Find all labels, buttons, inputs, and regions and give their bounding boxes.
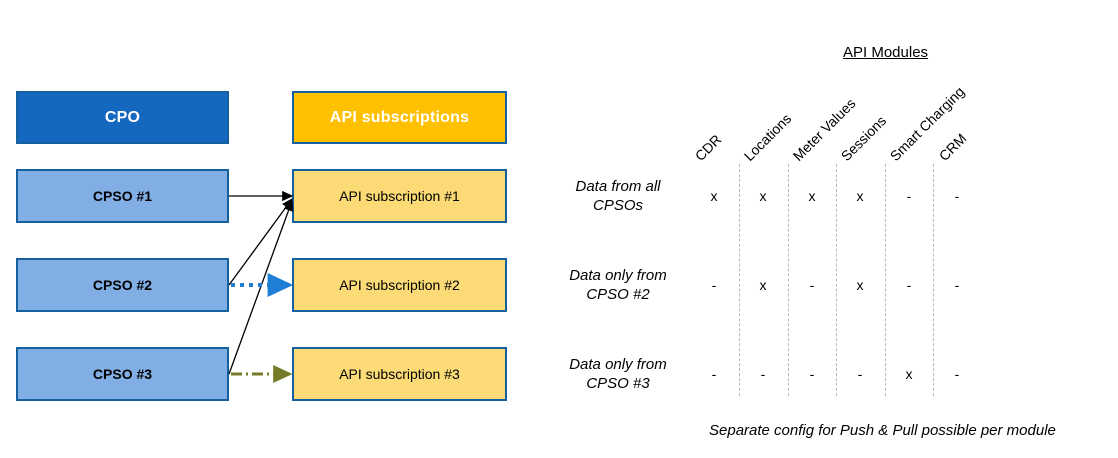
cpso-box-2: CPSO #2: [16, 258, 229, 312]
footnote-text: Separate config for Push & Pull possible…: [709, 422, 1056, 439]
cpo-header-box: CPO: [16, 91, 229, 144]
row-label-1-line1: Data from all: [575, 178, 661, 195]
cell-r2c4: x: [856, 277, 864, 293]
cpso-box-3: CPSO #3: [16, 347, 229, 401]
row-label-3-line2: CPSO #3: [586, 375, 650, 393]
column-separator-4: [885, 164, 886, 396]
row-label-2-line2: CPSO #2: [586, 286, 650, 304]
api-modules-title: API Modules: [843, 44, 929, 61]
cell-r1c4: x: [856, 188, 864, 204]
cell-r1c1: x: [710, 188, 718, 204]
column-separator-2: [788, 164, 789, 396]
api-subscription-box-3: API subscription #3: [292, 347, 507, 401]
cell-r3c4: -: [857, 366, 863, 382]
cell-r3c6: -: [954, 366, 960, 382]
cpso-box-1: CPSO #1: [16, 169, 229, 223]
column-header-sessions: Sessions: [837, 112, 890, 164]
column-separator-3: [836, 164, 837, 396]
cell-r1c3: x: [808, 188, 816, 204]
column-separator-1: [739, 164, 740, 396]
cell-r1c6: -: [954, 188, 960, 204]
column-separator-5: [933, 164, 934, 396]
cell-r2c6: -: [954, 277, 960, 293]
api-subscription-box-2: API subscription #2: [292, 258, 507, 312]
cell-r3c3: -: [809, 366, 815, 382]
row-label-3: Data only from CPSO #3: [553, 355, 683, 393]
cell-r3c1: -: [711, 366, 717, 382]
cell-r1c2: x: [759, 188, 767, 204]
row-label-2: Data only from CPSO #2: [553, 266, 683, 304]
cell-r2c5: -: [906, 277, 912, 293]
column-header-crm: CRM: [935, 130, 970, 164]
cell-r2c1: -: [711, 277, 717, 293]
api-subscription-box-1: API subscription #1: [292, 169, 507, 223]
cell-r2c2: x: [759, 277, 767, 293]
cell-r1c5: -: [906, 188, 912, 204]
cell-r2c3: -: [809, 277, 815, 293]
column-header-locations: Locations: [740, 110, 795, 164]
cell-r3c2: -: [760, 366, 766, 382]
api-subscriptions-header-box: API subscriptions: [292, 91, 507, 144]
connector-cpso2-to-sub1: [228, 197, 293, 286]
column-header-cdr: CDR: [691, 131, 725, 164]
cell-r3c5: x: [905, 366, 913, 382]
row-label-1-line2: CPSOs: [592, 197, 643, 215]
connector-cpso3-to-sub1: [228, 199, 294, 375]
row-label-1: Data from all CPSOs: [553, 177, 683, 215]
row-label-3-line1: Data only from: [569, 356, 667, 373]
row-label-2-line1: Data only from: [569, 267, 667, 284]
